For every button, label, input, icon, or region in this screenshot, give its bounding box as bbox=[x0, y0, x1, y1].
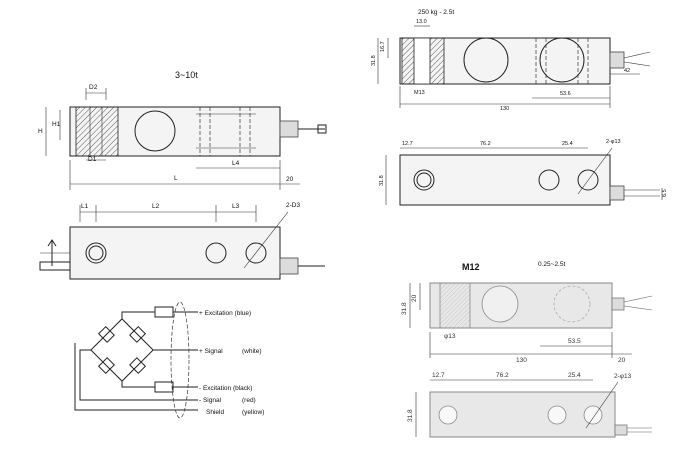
br-top-view: 12.7 76.2 25.4 2-φ13 31.8 bbox=[407, 372, 652, 438]
label-signal-plus-color: (white) bbox=[242, 348, 262, 355]
dim-br-25-4: 25.4 bbox=[568, 372, 581, 379]
dim-L1: L1 bbox=[81, 203, 89, 210]
dim-tr-12-7: 12.7 bbox=[402, 141, 413, 147]
cable-sheath bbox=[170, 301, 190, 419]
left-top-hole-1 bbox=[205, 242, 227, 264]
dim-L2: L2 bbox=[152, 203, 160, 210]
dim-D1: D1 bbox=[88, 156, 97, 163]
left-top-connector bbox=[279, 257, 299, 275]
label-exc-plus: + Excitation (blue) bbox=[199, 310, 251, 317]
bridge-resistor-3 bbox=[129, 325, 147, 343]
label-shield: Shield bbox=[206, 409, 224, 416]
tr-side-connector bbox=[609, 51, 625, 69]
dim-br-12-7: 12.7 bbox=[432, 372, 445, 379]
tr-top-connector bbox=[609, 185, 625, 201]
bridge bbox=[90, 318, 154, 382]
dim-br-130: 130 bbox=[516, 357, 527, 364]
dim-tr-2-13: 2-φ13 bbox=[606, 139, 621, 145]
dim-L3: L3 bbox=[232, 203, 240, 210]
dim-tr-25-4: 25.4 bbox=[562, 141, 573, 147]
dim-D2: D2 bbox=[89, 84, 98, 91]
dim-br-20: 20 bbox=[411, 294, 418, 302]
dim-L4: L4 bbox=[232, 160, 240, 167]
dim-20: 20 bbox=[286, 176, 294, 183]
tr-top-mount-hole bbox=[413, 169, 435, 191]
dim-H1: H1 bbox=[52, 121, 61, 128]
tr-top-view: 12.7 76.2 25.4 2-φ13 31.8 6.5 bbox=[379, 139, 668, 206]
br-title-m12: M12 bbox=[462, 262, 480, 272]
tr-top-hole-1 bbox=[538, 169, 560, 191]
br-top-hole-2 bbox=[583, 405, 603, 425]
left-side-view: D2 D1 H H1 L L4 20 bbox=[38, 84, 327, 190]
dim-br-76-2: 76.2 bbox=[496, 372, 509, 379]
tr-top-hole-2 bbox=[577, 169, 599, 191]
bridge-resistor-4 bbox=[97, 357, 115, 375]
wiring-diagram: + Excitation (blue) + Signal (white) - E… bbox=[74, 301, 264, 419]
dim-tr-16-7: 16.7 bbox=[380, 41, 386, 52]
label-exc-minus: - Excitation (black) bbox=[199, 385, 252, 392]
br-side-connector bbox=[611, 297, 625, 311]
dim-tr-31-8: 31.8 bbox=[371, 55, 377, 66]
left-panel: 3~10t D2 D1 H H1 L bbox=[38, 70, 327, 419]
tr-side-view: 13.0 16.7 31.8 M13 53.6 42 130 bbox=[371, 19, 651, 112]
br-side-view: 20 31.8 φ13 53.5 130 20 bbox=[401, 282, 653, 364]
left-top-hole-2 bbox=[245, 242, 267, 264]
bridge-resistor-2 bbox=[129, 357, 147, 375]
left-side-sensor-circle bbox=[134, 110, 176, 152]
br-side-hatch bbox=[439, 282, 471, 329]
tr-side-sensor-circle bbox=[463, 37, 509, 83]
dim-br-53-5: 53.5 bbox=[568, 338, 581, 345]
dim-H: H bbox=[38, 128, 43, 135]
dim-tr-13: 13.0 bbox=[416, 19, 427, 25]
bridge-resistor-1 bbox=[97, 325, 115, 343]
br-top-mount-hole bbox=[438, 405, 458, 425]
dim-tr-6-5: 6.5 bbox=[662, 189, 668, 197]
dim-br-phi13: φ13 bbox=[444, 333, 456, 340]
dim-tr-top-31-8: 31.8 bbox=[379, 175, 385, 186]
br-title-range: 0.25~2.5t bbox=[538, 261, 565, 268]
left-top-body bbox=[69, 226, 281, 280]
label-shield-color: (yellow) bbox=[242, 409, 264, 416]
dim-br-31-8: 31.8 bbox=[401, 302, 408, 315]
left-title: 3~10t bbox=[175, 70, 198, 80]
br-side-sensor-circle bbox=[481, 285, 519, 323]
tr-top-body bbox=[399, 154, 611, 206]
left-top-view: L1 L2 L3 2-D3 bbox=[39, 202, 325, 280]
dim-L: L bbox=[174, 175, 178, 182]
dim-tr-130: 130 bbox=[500, 106, 509, 112]
top-right-title: 250 kg - 2.5t bbox=[418, 9, 454, 16]
top-right-panel: 250 kg - 2.5t 13.0 16.7 31.8 M13 53.6 42 bbox=[371, 9, 668, 206]
left-side-connector bbox=[279, 120, 299, 138]
br-top-connector bbox=[614, 424, 628, 436]
label-signal-plus: + Signal bbox=[199, 348, 223, 355]
dim-tr-53-6: 53.6 bbox=[560, 91, 571, 97]
dim-br-2-13: 2-φ13 bbox=[614, 373, 632, 380]
dim-br-20b: 20 bbox=[618, 357, 626, 364]
label-signal-minus-color: (red) bbox=[242, 397, 256, 404]
dim-tr-M13: M13 bbox=[414, 90, 425, 96]
dim-2-D3: 2-D3 bbox=[286, 202, 300, 209]
br-top-hole-1 bbox=[547, 405, 567, 425]
label-signal-minus: - Signal bbox=[199, 397, 222, 404]
bottom-right-panel: M12 0.25~2.5t 20 31.8 φ13 53.5 130 20 bbox=[401, 261, 653, 438]
left-top-mount-hole bbox=[85, 242, 107, 264]
dim-br-top-31-8: 31.8 bbox=[407, 409, 414, 422]
dim-tr-76-2: 76.2 bbox=[480, 141, 491, 147]
dim-tr-42: 42 bbox=[624, 68, 630, 74]
left-side-hatch bbox=[75, 106, 119, 157]
